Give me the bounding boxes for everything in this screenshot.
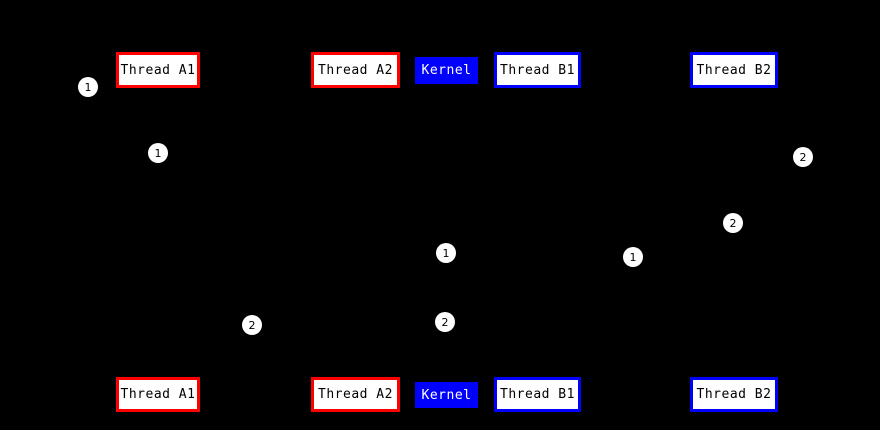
step-marker[interactable]: 2 xyxy=(723,213,743,233)
step-marker-label: 1 xyxy=(629,250,637,264)
lane-label: Thread B2 xyxy=(696,62,772,78)
lifeline-thread-b1 xyxy=(537,88,538,377)
step-marker-label: 2 xyxy=(248,318,256,332)
lane-label: Thread A2 xyxy=(318,62,393,78)
step-marker-label: 2 xyxy=(729,216,737,230)
lane-header-thread-b2-bottom[interactable]: Thread B2 xyxy=(690,377,778,412)
step-marker[interactable]: 2 xyxy=(435,312,455,332)
lane-header-kernel-top[interactable]: Kernel xyxy=(415,57,478,84)
lane-header-thread-a2-top[interactable]: Thread A2 xyxy=(311,52,400,88)
step-marker-label: 1 xyxy=(154,146,162,160)
lane-header-kernel-bottom[interactable]: Kernel xyxy=(415,382,478,408)
step-marker[interactable]: 1 xyxy=(436,243,456,263)
step-marker[interactable]: 1 xyxy=(148,143,168,163)
lane-label: Kernel xyxy=(421,387,472,403)
step-marker[interactable]: 1 xyxy=(623,247,643,267)
step-marker[interactable]: 2 xyxy=(242,315,262,335)
lifeline-kernel xyxy=(446,84,447,377)
step-marker-label: 1 xyxy=(442,246,450,260)
lane-header-thread-a1-top[interactable]: Thread A1 xyxy=(116,52,200,88)
lane-label: Kernel xyxy=(421,63,472,78)
lane-label: Thread A1 xyxy=(120,62,196,78)
step-marker[interactable]: 1 xyxy=(78,77,98,97)
lane-label: Thread B1 xyxy=(500,62,575,78)
lifeline-thread-a2 xyxy=(355,88,356,377)
lane-header-thread-b1-bottom[interactable]: Thread B1 xyxy=(494,377,581,412)
lane-label: Thread A1 xyxy=(120,387,196,402)
step-marker-label: 2 xyxy=(441,315,449,329)
lane-label: Thread B1 xyxy=(500,387,575,402)
step-marker[interactable]: 2 xyxy=(793,147,813,167)
lane-label: Thread B2 xyxy=(696,387,772,402)
lifeline-thread-a1 xyxy=(158,88,159,377)
lane-header-thread-a2-bottom[interactable]: Thread A2 xyxy=(311,377,400,412)
lane-label: Thread A2 xyxy=(318,387,393,402)
lane-header-thread-b2-top[interactable]: Thread B2 xyxy=(690,52,778,88)
step-marker-label: 1 xyxy=(84,80,92,94)
lane-header-thread-b1-top[interactable]: Thread B1 xyxy=(494,52,581,88)
lane-header-thread-a1-bottom[interactable]: Thread A1 xyxy=(116,377,200,412)
step-marker-label: 2 xyxy=(799,150,807,164)
